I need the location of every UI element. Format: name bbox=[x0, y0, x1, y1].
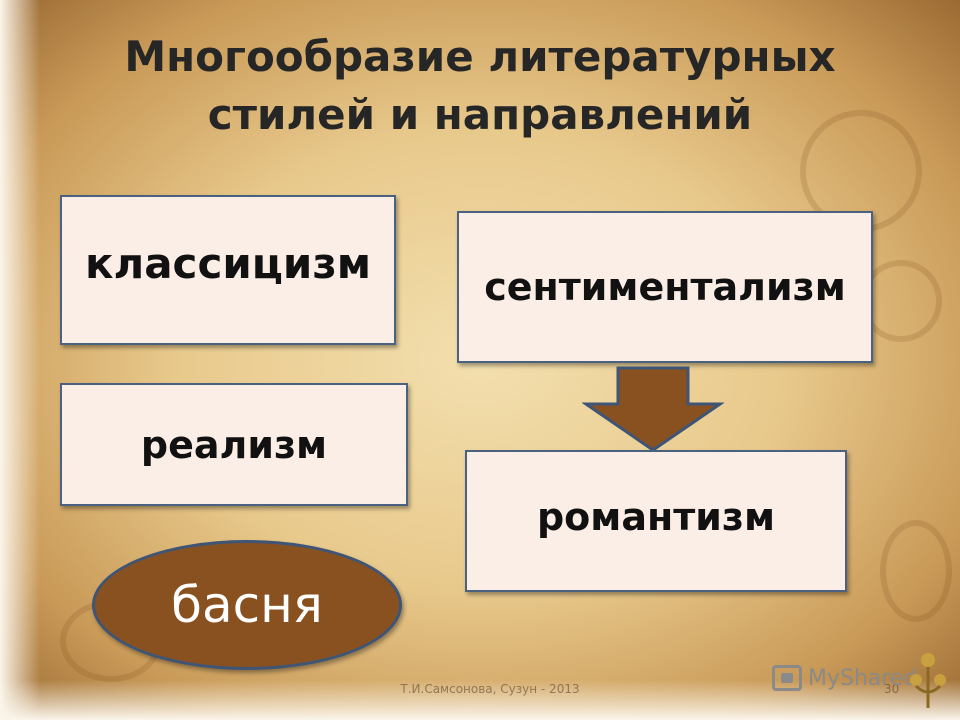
fable-oval: басня bbox=[92, 540, 402, 670]
myshared-logo-icon bbox=[772, 665, 802, 691]
footer-author: Т.И.Самсонова, Сузун - 2013 bbox=[400, 682, 580, 696]
slide-title: Многообразие литературных стилей и напра… bbox=[124, 32, 836, 139]
box-sentimentalism: сентиментализм bbox=[457, 211, 873, 363]
arrow-down-icon bbox=[582, 366, 724, 452]
box-classicism-label: классицизм bbox=[84, 238, 372, 288]
myshared-brand-name: MyShared bbox=[808, 665, 918, 691]
box-romanticism-label: романтизм bbox=[536, 495, 776, 539]
parchment-edge-left bbox=[0, 0, 40, 720]
box-sentimentalism-label: сентиментализм bbox=[484, 265, 846, 309]
box-realism-label: реализм bbox=[140, 422, 328, 467]
box-romanticism: романтизм bbox=[465, 450, 847, 592]
fable-oval-label: басня bbox=[171, 576, 323, 634]
ornament-swirl bbox=[880, 520, 952, 622]
box-realism: реализм bbox=[60, 383, 408, 506]
page-number: 30 bbox=[884, 682, 900, 696]
myshared-watermark: MyShared bbox=[772, 658, 952, 698]
corner-ornament-icon bbox=[910, 653, 946, 708]
box-classicism: классицизм bbox=[60, 195, 396, 345]
